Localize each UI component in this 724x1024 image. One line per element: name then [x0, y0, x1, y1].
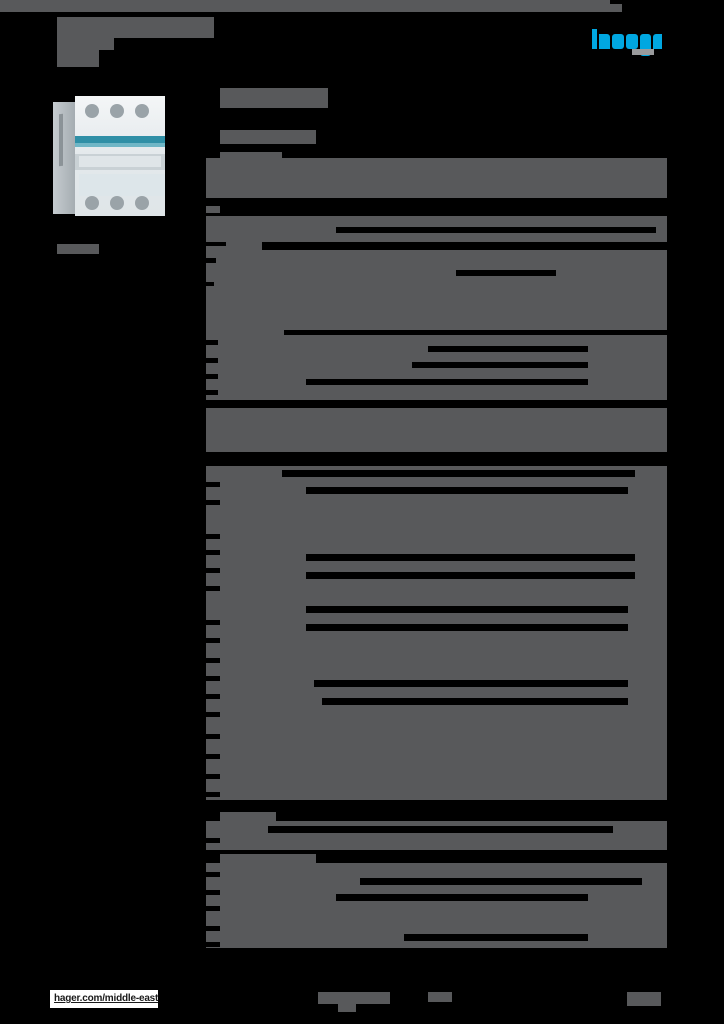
section-label-3 — [220, 812, 276, 821]
logo-glyph-e — [626, 34, 638, 49]
section-label-4 — [220, 854, 316, 863]
header-title — [57, 17, 214, 38]
logo-glyph-g — [612, 34, 624, 49]
page-title-accents — [220, 88, 328, 93]
page-title — [220, 92, 328, 108]
logo-shadow — [632, 49, 654, 55]
footer-url-link[interactable]: hager.com/middle-east — [50, 990, 158, 1008]
spec-table-2 — [206, 462, 667, 800]
page-subtitle — [220, 130, 316, 144]
footer-center-note-3 — [428, 992, 452, 1002]
page-footer: hager.com/middle-east — [0, 4, 724, 1012]
footer-page-number — [627, 992, 661, 1006]
section-banner-1 — [206, 158, 667, 198]
hager-logo — [592, 27, 668, 56]
logo-glyph-h — [592, 29, 597, 49]
section-label — [220, 152, 282, 161]
logo-glyph-r — [640, 34, 651, 56]
product-photo — [45, 92, 185, 226]
logo-glyph-tail — [653, 34, 662, 49]
header-subtitle — [57, 50, 99, 67]
footer-divider — [0, 4, 622, 12]
product-photo-caption — [57, 244, 99, 254]
spec-table-3 — [206, 818, 667, 850]
header-divider — [0, 0, 610, 4]
logo-glyph-a — [599, 34, 610, 49]
spec-table-4 — [206, 860, 667, 948]
spec-table-1 — [206, 212, 667, 400]
header-title-line2 — [57, 38, 114, 50]
footer-center-note-2 — [338, 1004, 356, 1012]
footer-center-note — [318, 992, 390, 1004]
section-banner-2 — [206, 408, 667, 452]
page-header — [0, 0, 724, 67]
